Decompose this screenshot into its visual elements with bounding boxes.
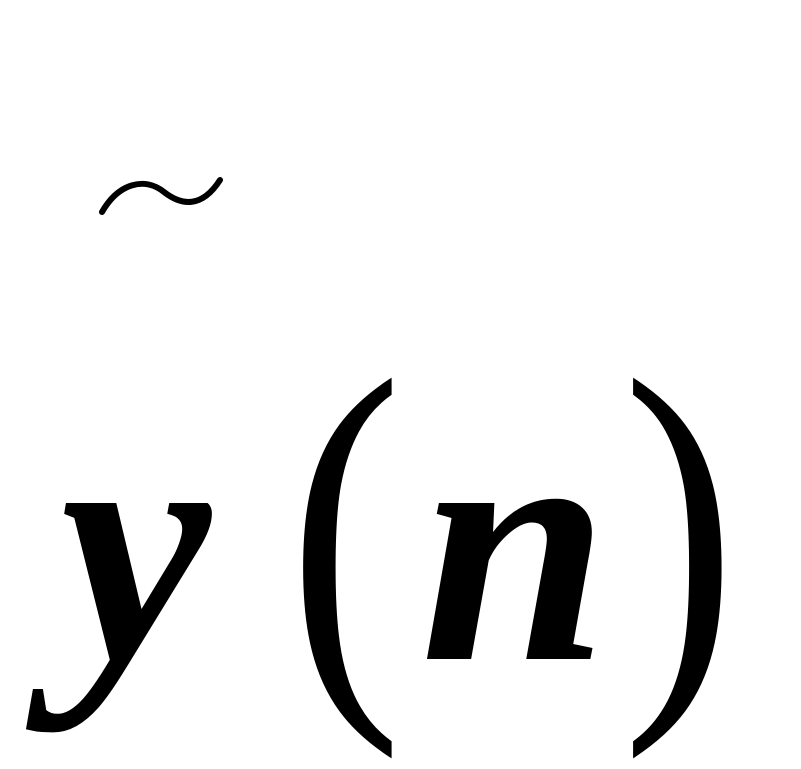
left-parenthesis: ( — [288, 295, 403, 760]
variable-y: y — [60, 356, 211, 733]
right-parenthesis: ) — [622, 295, 737, 760]
variable-n: n — [420, 356, 610, 733]
tilde-accent-icon — [99, 177, 223, 215]
